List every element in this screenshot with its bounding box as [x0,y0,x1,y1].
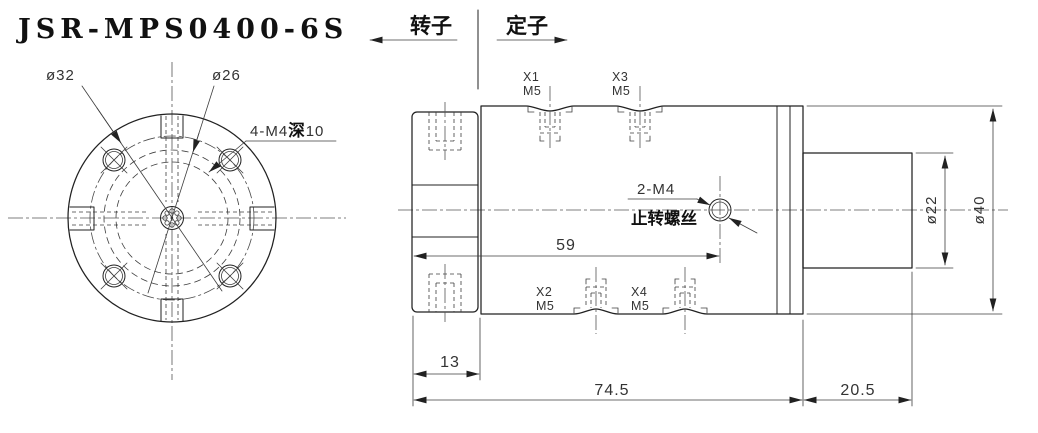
label-x1: X1 [523,70,539,84]
inner-circle-26 [103,149,241,287]
model-number: JSR-MPS0400-6S [16,14,348,45]
label-x4: X4 [631,285,647,299]
tail-cylinder [802,152,913,269]
label-screw-note: 4-M4深10 [250,120,324,140]
flange-axial-hole-top [428,101,462,161]
bolt-circle [89,135,255,301]
label-x3-thread: M5 [612,84,630,98]
dim-dia40-value: ø40 [971,196,988,225]
front-view: ø32 ø26 4-M4深10 [8,62,346,380]
dim-59: 59 [413,237,720,260]
dim-59-value: 59 [556,237,576,254]
port-x2 [585,266,607,335]
bolt-hole-sw [100,262,128,290]
stator-label: 定子 [506,14,548,38]
dim-74-5-value: 74.5 [594,382,629,399]
flange-outer-circle [67,113,277,323]
port-x1 [539,85,561,149]
rim-notch-left [69,206,146,231]
leader-dia26 [147,85,215,294]
bolt-hole-se [216,262,244,290]
leader-screw-note [208,140,337,173]
label-x4-thread: M5 [631,299,649,313]
dim-20-5: 20.5 [803,271,913,407]
label-2-m4: 2-M4 [637,181,675,198]
rotor-stator-header: 转子 定子 [369,9,568,90]
dim-13-value: 13 [440,354,460,371]
rim-notch-top [160,115,184,202]
rotor-flange [411,101,479,323]
label-anti-rotation: 止转螺丝 [631,208,697,228]
port-x4 [674,266,696,335]
rim-notch-right [198,206,275,231]
port-x3 [629,85,651,149]
bolt-hole-nw [100,146,128,174]
anti-rotation-screw: 2-M4 止转螺丝 [627,176,758,263]
label-dia26: ø26 [212,67,241,84]
dim-20-5-value: 20.5 [840,382,875,399]
stator-body [480,105,804,315]
rotor-label: 转子 [410,14,452,38]
dim-13: 13 [412,315,481,407]
leader-dia32 [81,85,223,292]
bolt-hole-ne [216,146,244,174]
port-labels: X1 M5 X3 M5 X2 M5 X4 M5 [523,70,649,313]
flange-axial-hole-bottom [428,263,462,323]
label-x3: X3 [612,70,628,84]
dim-dia22-value: ø22 [923,196,940,225]
label-x2: X2 [536,285,552,299]
label-x1-thread: M5 [523,84,541,98]
side-view: X1 M5 X3 M5 X2 M5 X4 M5 2-M4 止转螺丝 59 [398,70,1008,407]
rim-notch-bottom [160,234,184,322]
inner-circle-22 [115,161,229,275]
label-dia32: ø32 [46,67,75,84]
dim-74-5: 74.5 [413,319,804,407]
dim-dia40: ø40 [806,105,1003,315]
label-x2-thread: M5 [536,299,554,313]
dim-dia22: ø22 [915,152,954,269]
